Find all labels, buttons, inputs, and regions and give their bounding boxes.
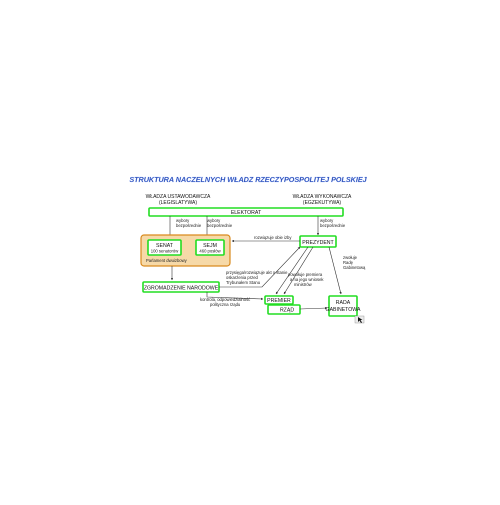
premier-box xyxy=(264,295,294,305)
zwoluje-label2: Radę xyxy=(343,260,354,265)
senat-sublabel: 100 senatorów xyxy=(151,249,179,254)
senat-label: SENAT xyxy=(156,243,174,249)
powolanie-label3: ministrów xyxy=(294,282,313,287)
wybory-sejm-label1: wybory xyxy=(207,218,221,223)
executive-header-line2: (EGZEKUTYWA) xyxy=(303,200,341,206)
diagram-title: STRUKTURA NACZELNYCH WŁADZ RZECZYPOSPOLI… xyxy=(129,175,367,184)
arrow-prezydent-premier xyxy=(275,246,309,295)
kontrola-label2: polityczna rządu xyxy=(210,302,241,307)
elektorat-box xyxy=(148,207,344,217)
parliament-label: Parlament dwuizbowy xyxy=(146,258,188,263)
elektorat-label: ELEKTORAT xyxy=(231,210,262,216)
zgromadzenie-edge-label1: przysięga/rozwiązuje akt o stanie xyxy=(226,270,288,275)
senat-box xyxy=(147,239,182,256)
rzad-label: RZĄD xyxy=(280,308,294,314)
zgromadzenie-label: ZGROMADZENIE NARODOWE xyxy=(144,286,219,292)
wybory-senat-label1: wybory xyxy=(176,218,190,223)
premier-label: PREMIER xyxy=(267,298,291,304)
zgromadzenie-edge-label3: Trybunałem Stanu xyxy=(226,280,261,285)
rada-label-line2: GABINETOWA xyxy=(326,307,361,313)
wybory-sejm-label2: bezpośrednie xyxy=(207,223,233,228)
zwoluje-label3: Gabinetową xyxy=(343,265,366,270)
rada-label-line1: RADA xyxy=(336,300,351,306)
legislative-header-line2: (LEGISLATYWA) xyxy=(159,200,197,206)
arrow-rzad-rada xyxy=(299,306,328,310)
arrow-zgromadzenie-prezydent xyxy=(219,246,301,288)
kontrola-label1: kontrola, odpowiedzialność xyxy=(200,297,250,302)
wybory-prezydent-label1: wybory xyxy=(320,218,334,223)
arrow-sejm-rzad xyxy=(206,292,264,301)
rozwiazuje-label: rozwiązuje obie izby xyxy=(254,235,292,240)
legislative-header-line1: WŁADZA USTAWODAWCZA xyxy=(146,194,211,200)
powolanie-label1: powołuje premiera xyxy=(288,272,323,277)
sejm-box xyxy=(195,239,225,256)
powolanie-label2: a na jego wniosek xyxy=(290,277,324,282)
wybory-senat-label2: bezpośrednie xyxy=(176,223,202,228)
cursor-icon[interactable] xyxy=(354,315,365,324)
rada-gabinetowa-box xyxy=(328,295,358,317)
prezydent-label: PREZYDENT xyxy=(302,240,334,246)
rzad-box xyxy=(267,304,301,315)
sejm-sublabel: 460 posłów xyxy=(199,249,221,254)
zgromadzenie-edge-label2: oskarżenia przed xyxy=(226,275,259,280)
prezydent-box xyxy=(299,235,337,248)
zwoluje-label1: zwołuje xyxy=(343,255,358,260)
arrow-prezydent-rada xyxy=(328,246,342,295)
sejm-label: SEJM xyxy=(203,243,217,249)
wybory-prezydent-label2: bezpośrednie xyxy=(320,223,346,228)
executive-header-line1: WŁADZA WYKONAWCZA xyxy=(293,194,352,200)
arrow-prezydent-premier-2 xyxy=(283,246,314,295)
